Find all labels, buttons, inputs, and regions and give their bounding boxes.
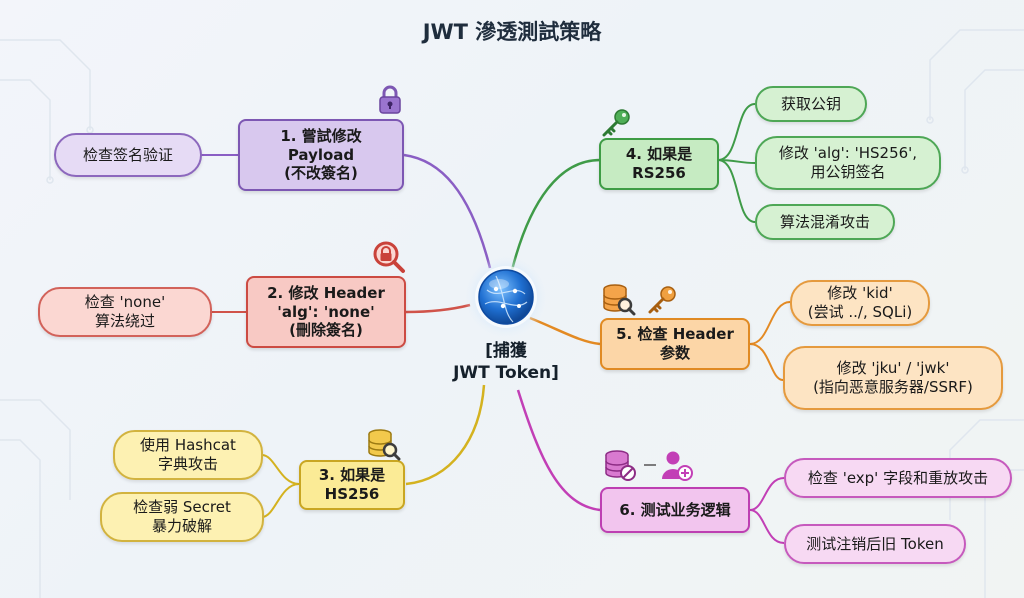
- center-node: [463, 254, 549, 340]
- leaf-text: 修改 'jku' / 'jwk': [836, 359, 950, 378]
- database-search-icon: [368, 429, 401, 461]
- leaf-text: 检查 'none': [84, 293, 166, 312]
- branch-node-1: 1. 嘗試修改 Payload (不改簽名): [238, 119, 404, 191]
- branch-2-leaf-1: 检查 'none' 算法绕过: [38, 287, 212, 337]
- database-search-icon: [603, 284, 636, 316]
- branch-4-leaf-1: 获取公钥: [755, 86, 867, 122]
- branch-4-leaf-3: 算法混淆攻击: [755, 204, 895, 240]
- leaf-text: 检查弱 Secret: [133, 498, 231, 517]
- leaf-text: 修改 'alg': 'HS256',: [778, 144, 918, 163]
- globe-network-icon: [464, 255, 548, 339]
- branch-node-6: 6. 测试业务逻辑: [600, 487, 750, 533]
- branch-1-line: 1. 嘗試修改: [280, 126, 362, 145]
- branch-2-line: 2. 修改 Header: [267, 283, 385, 302]
- branch-4-line: RS256: [632, 164, 686, 182]
- leaf-text: 修改 'kid': [827, 284, 893, 303]
- leaf-text: 算法绕过: [94, 312, 155, 330]
- user-add-icon: [662, 451, 693, 481]
- branch-3-leaf-1: 使用 Hashcat 字典攻击: [113, 430, 263, 480]
- center-label-line1: [捕獲: [485, 341, 527, 361]
- leaf-text: 字典攻击: [157, 455, 218, 473]
- branch-3-line: HS256: [324, 485, 380, 503]
- branch-1-leaf-1: 检查签名验证: [54, 133, 202, 177]
- edge-center-b2: [405, 303, 471, 314]
- padlock-icon: [379, 85, 401, 114]
- lock-search-icon: [373, 241, 405, 273]
- branch-node-3: 3. 如果是 HS256: [299, 460, 405, 510]
- edge-b5-leaf1: [749, 301, 791, 345]
- branch-5-line: 参数: [659, 344, 690, 362]
- edge-center-b3: [405, 384, 486, 486]
- edge-b6-leaf1: [749, 477, 785, 511]
- edge-b4-leaf2: [717, 159, 756, 164]
- branch-2-line: 'alg': 'none': [277, 302, 375, 321]
- branch-1-line: Payload: [287, 145, 355, 164]
- leaf-text: 使用 Hashcat: [140, 436, 236, 455]
- leaf-text: 用公钥签名: [810, 163, 886, 181]
- edge-b3-leaf2: [261, 483, 300, 518]
- branch-1-line: (不改簽名): [284, 164, 358, 183]
- branch-4-leaf-2: 修改 'alg': 'HS256', 用公钥签名: [755, 136, 941, 190]
- branch-3-line: 3. 如果是: [318, 466, 386, 485]
- branch-5-leaf-2: 修改 'jku' / 'jwk' (指向恶意服务器/SSRF): [783, 346, 1003, 410]
- branch-node-5: 5. 检查 Header 参数: [600, 318, 750, 370]
- key-icon: [648, 286, 676, 314]
- edge-b3-leaf1: [261, 454, 300, 485]
- edge-b6-leaf2: [749, 509, 785, 544]
- branch-6-leaf-1: 检查 'exp' 字段和重放攻击: [784, 458, 1012, 498]
- edge-center-b1: [403, 153, 492, 269]
- branch-2-line: (刪除簽名): [289, 321, 363, 340]
- key-icon: [602, 109, 630, 137]
- center-label: [捕獲 JWT Token]: [420, 340, 592, 384]
- branch-6-leaf-2: 测试注销后旧 Token: [784, 524, 966, 564]
- branch-node-4: 4. 如果是 RS256: [599, 138, 719, 190]
- edge-b5-leaf2: [749, 343, 784, 381]
- leaf-text: 检查 'exp' 字段和重放攻击: [807, 468, 989, 487]
- branch-6-line: 6. 测试业务逻辑: [619, 500, 731, 519]
- leaf-text: 算法混淆攻击: [779, 212, 870, 231]
- branch-5-leaf-1: 修改 'kid' (尝试 ../, SQLi): [790, 280, 930, 326]
- edge-b4-leaf1: [717, 103, 756, 161]
- edge-b4-leaf3: [717, 159, 756, 223]
- edge-center-b6: [516, 389, 601, 512]
- leaf-text: (指向恶意服务器/SSRF): [813, 378, 973, 396]
- center-label-line2: JWT Token]: [453, 363, 559, 384]
- leaf-text: 检查签名验证: [82, 145, 173, 164]
- branch-3-leaf-2: 检查弱 Secret 暴力破解: [100, 492, 264, 542]
- database-block-icon: [605, 450, 636, 481]
- leaf-text: (尝试 ../, SQLi): [807, 303, 913, 321]
- leaf-text: 暴力破解: [151, 517, 212, 535]
- dash-separator-icon: [644, 464, 656, 466]
- branch-node-2: 2. 修改 Header 'alg': 'none' (刪除簽名): [246, 276, 406, 348]
- leaf-text: 获取公钥: [780, 94, 841, 113]
- branch-4-line: 4. 如果是: [625, 145, 693, 164]
- branch-5-line: 5. 检查 Header: [616, 325, 734, 344]
- diagram-title: JWT 滲透測試策略: [422, 20, 602, 44]
- leaf-text: 测试注销后旧 Token: [806, 534, 944, 553]
